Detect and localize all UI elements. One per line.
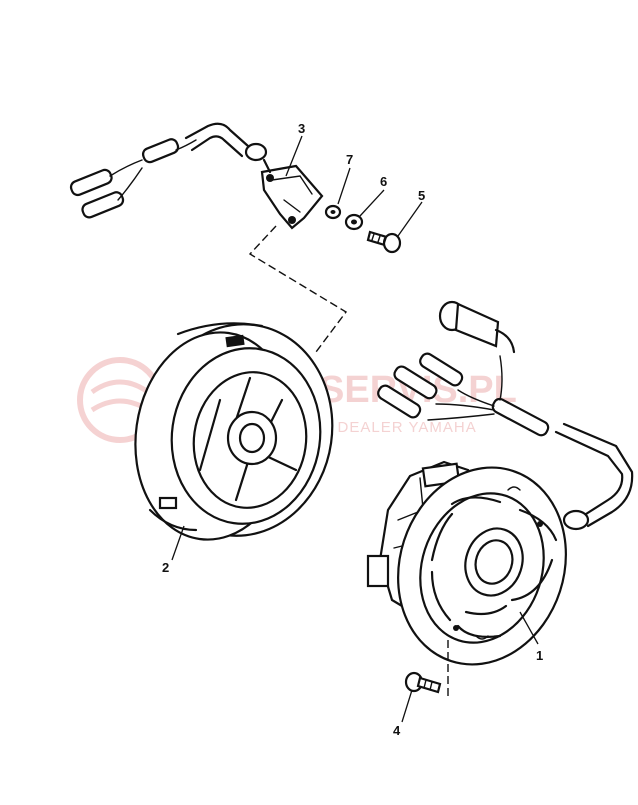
callout-4: 4 <box>393 723 401 738</box>
callout-2: 2 <box>162 560 169 575</box>
callout-7: 7 <box>346 152 353 167</box>
part-7-washer <box>324 204 342 220</box>
part-5-screw <box>366 230 402 254</box>
leader-lines <box>171 135 539 723</box>
alignment-line-coil-rotor <box>248 225 348 353</box>
part-4-screw <box>404 671 442 694</box>
callout-3: 3 <box>298 121 305 136</box>
part-2-flywheel-rotor <box>134 322 334 541</box>
part-6-lock-washer <box>344 213 364 231</box>
part-3-pickup-coil <box>69 122 324 230</box>
callout-5: 5 <box>418 188 425 203</box>
callout-6: 6 <box>380 174 387 189</box>
part-1-stator-assembly <box>366 300 634 666</box>
callout-1: 1 <box>536 648 543 663</box>
